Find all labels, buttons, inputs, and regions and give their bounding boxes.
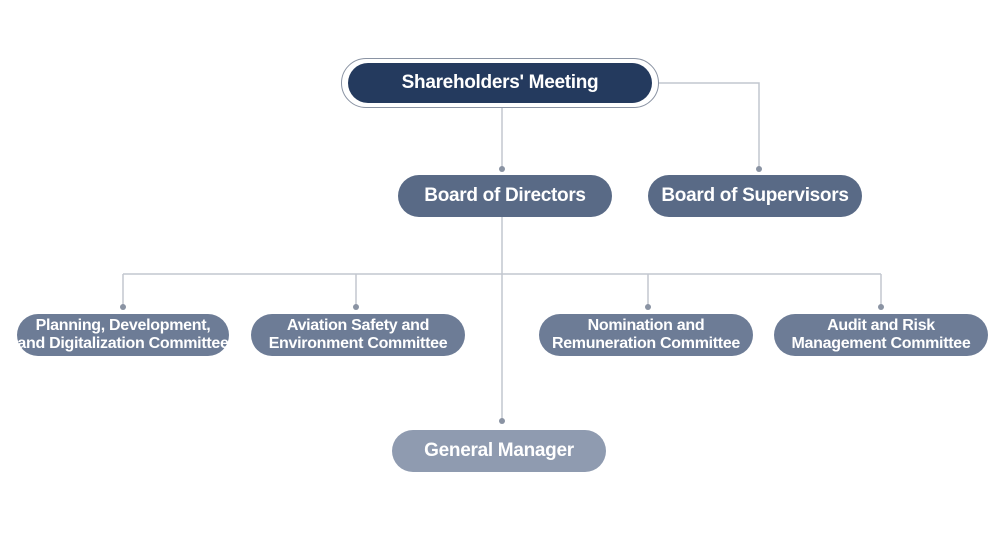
aviation-safety-committee-node: Aviation Safety and Environment Committe… xyxy=(251,314,465,356)
board-of-directors-node: Board of Directors xyxy=(398,175,612,217)
planning-committee-node: Planning, Development, and Digitalizatio… xyxy=(17,314,229,356)
audit-committee-node: Audit and Risk Management Committee xyxy=(774,314,988,356)
general-manager-node: General Manager xyxy=(392,430,606,472)
shareholders-meeting-node: Shareholders' Meeting xyxy=(348,63,652,103)
board-of-supervisors-node: Board of Supervisors xyxy=(648,175,862,217)
nomination-committee-node: Nomination and Remuneration Committee xyxy=(539,314,753,356)
